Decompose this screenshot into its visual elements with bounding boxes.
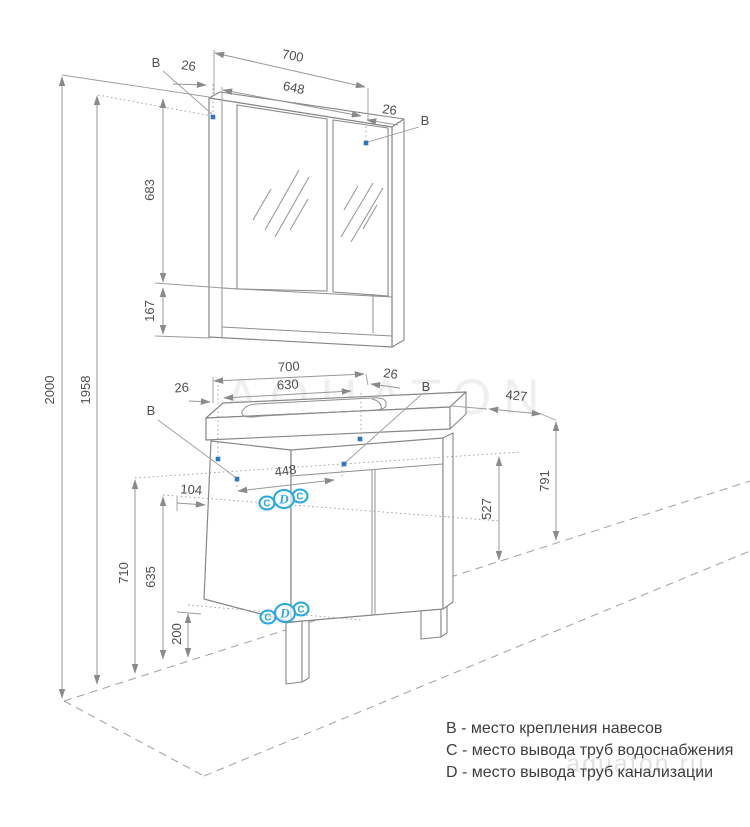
ext-200-top bbox=[176, 611, 202, 615]
dim-line-mirror-700 bbox=[214, 51, 366, 89]
ext-wall-top bbox=[61, 74, 210, 98]
watermark-site: aquaton.ru bbox=[566, 750, 706, 778]
label-mirror-right-offset: 26 bbox=[381, 101, 397, 118]
mirror-shelf-top-edge bbox=[221, 287, 393, 298]
label-leg-clearance: 200 bbox=[169, 623, 184, 645]
label-side-offset: 104 bbox=[180, 481, 203, 497]
ext-1958-to-mount bbox=[97, 94, 213, 117]
leader-b-mirror-left bbox=[162, 70, 213, 115]
label-mirror-door-height: 683 bbox=[142, 179, 157, 201]
legend: B - место крепления навесов C - место вы… bbox=[446, 720, 733, 781]
ext-427-right bbox=[540, 413, 557, 421]
mirror-glass-hatch bbox=[252, 169, 384, 243]
ext-683-bottom bbox=[154, 282, 238, 290]
dim-line-mirror-648 bbox=[222, 88, 362, 118]
label-b-mirror-right: B bbox=[421, 113, 430, 128]
label-mirror-mount-span: 648 bbox=[282, 78, 306, 97]
drain-letter: D bbox=[279, 606, 290, 621]
supply-letter: C bbox=[263, 499, 270, 510]
label-top-height: 791 bbox=[537, 470, 552, 492]
floor-edge-front bbox=[203, 550, 750, 777]
level-supply-pipes bbox=[162, 494, 501, 522]
ext-167-bottom bbox=[154, 335, 211, 339]
drain-marker-d bbox=[273, 602, 297, 624]
mount-points bbox=[210, 114, 369, 482]
mount-dot-vanity-apron bbox=[341, 461, 347, 467]
mount-dot-vanity-top bbox=[357, 436, 363, 442]
vanity-unit bbox=[203, 391, 467, 685]
label-mirror-left-offset: 26 bbox=[180, 57, 196, 74]
legend-row-d: D - место вывода труб канализации bbox=[446, 764, 713, 781]
dim-line-104 bbox=[176, 501, 206, 508]
vanity-leg-left bbox=[285, 620, 303, 685]
floor-edge-back bbox=[63, 480, 750, 702]
mount-dot-vanity-upper-left bbox=[215, 456, 221, 462]
supply-letter: C bbox=[296, 492, 303, 503]
pipe-markers-lower: C C D bbox=[259, 601, 310, 625]
level-upper-mount bbox=[134, 451, 521, 479]
drain-letter: D bbox=[278, 492, 289, 507]
floor-edge-left bbox=[63, 700, 205, 777]
leader-b-mirror-right bbox=[367, 126, 420, 143]
dim-line-427 bbox=[488, 406, 542, 417]
label-b-mirror-left: B bbox=[152, 55, 161, 70]
dim-line-v26r bbox=[370, 381, 401, 389]
dimension-labels: 700 648 26 26 B B 2000 1958 683 167 700 … bbox=[42, 46, 552, 645]
ext-427-left bbox=[451, 405, 488, 410]
mirror-door-right bbox=[332, 119, 389, 297]
mirror-door-left bbox=[236, 104, 328, 292]
floor-plane bbox=[63, 480, 750, 777]
dimensions-mirror bbox=[58, 50, 420, 699]
dim-line-mirror-26r bbox=[366, 118, 399, 126]
level-drain-pipes bbox=[187, 604, 363, 621]
label-mirror-width: 700 bbox=[281, 46, 305, 65]
vanity-leg-left-side bbox=[301, 617, 310, 683]
mirror-cabinet bbox=[208, 91, 405, 348]
label-vanity-right-offset: 26 bbox=[382, 365, 398, 382]
basin-right-end bbox=[449, 391, 467, 430]
label-vanity-left-offset: 26 bbox=[174, 380, 189, 396]
dim-line-v700 bbox=[213, 371, 365, 384]
label-depth: 427 bbox=[505, 387, 528, 404]
dimensions-vanity bbox=[131, 371, 560, 674]
mount-dot-mirror-right bbox=[363, 140, 369, 146]
label-b-vanity-right: B bbox=[422, 379, 431, 394]
label-mount-span: 448 bbox=[274, 462, 297, 480]
mirror-shelf-bottom-edge bbox=[221, 326, 393, 337]
dim-line-v630 bbox=[223, 388, 352, 401]
basin-inner-rim bbox=[241, 397, 387, 418]
label-total-height: 2000 bbox=[42, 376, 57, 405]
label-pipe-level-height: 635 bbox=[143, 566, 158, 588]
dim-line-v26l bbox=[188, 398, 211, 405]
vanity-door-top-edge bbox=[290, 463, 444, 477]
vanity-right-side bbox=[442, 432, 454, 610]
label-vanity-width: 700 bbox=[278, 358, 300, 374]
legend-row-c: C - место вывода труб водоснабжения bbox=[446, 742, 733, 759]
supply-letter: C bbox=[264, 613, 271, 624]
leader-b-vanity-right bbox=[345, 394, 422, 463]
label-mirror-mount-height: 1958 bbox=[78, 376, 93, 405]
mount-dot-mirror-left bbox=[210, 114, 216, 120]
label-basin-width: 630 bbox=[277, 376, 299, 392]
legend-row-b: B - место крепления навесов bbox=[446, 720, 662, 737]
mirror-right-side bbox=[391, 118, 405, 348]
ext-v700-right bbox=[365, 373, 369, 386]
drain-marker-d bbox=[272, 488, 296, 510]
supply-letter: C bbox=[297, 605, 304, 616]
leader-b-vanity-left bbox=[157, 419, 236, 478]
mount-dot-vanity-lower-left bbox=[234, 476, 240, 482]
label-mirror-shelf-height: 167 bbox=[142, 300, 157, 322]
label-supply-height: 527 bbox=[479, 498, 494, 520]
dim-line-448 bbox=[237, 477, 335, 494]
label-upper-mount-height: 710 bbox=[116, 562, 131, 584]
label-b-vanity-left: B bbox=[147, 403, 156, 418]
basin-drain-curve bbox=[371, 398, 382, 411]
pipe-markers-upper: C C D bbox=[258, 488, 309, 511]
